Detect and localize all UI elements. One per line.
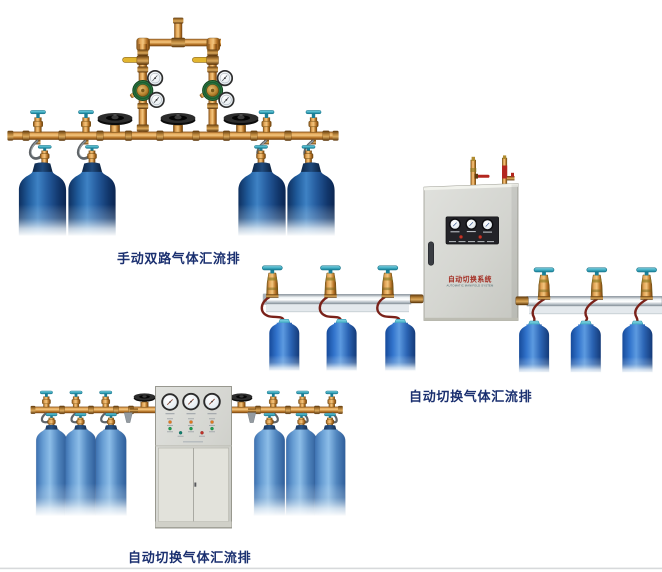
cabinet-top-valves xyxy=(470,155,515,188)
auto-manifold-valve xyxy=(636,267,658,301)
handwheel-valve xyxy=(230,392,253,408)
gas-cylinder xyxy=(569,320,602,374)
sight-glass-slot xyxy=(427,241,434,266)
auto-manifold-valve xyxy=(586,267,608,301)
indicator-led xyxy=(478,235,483,239)
cabinet-doors xyxy=(157,447,230,522)
gas-cylinder xyxy=(268,318,301,373)
gas-cylinder xyxy=(325,318,358,373)
drop-valve xyxy=(29,109,47,133)
photo-manual-dual-manifold xyxy=(7,17,339,237)
drop-valve xyxy=(99,390,113,408)
cylinder-valve xyxy=(253,144,269,165)
brass-manifold-pipe xyxy=(30,405,343,415)
cylinder-valve xyxy=(37,144,52,165)
cabinet-micro-text xyxy=(165,413,217,443)
drop-valve xyxy=(325,390,339,408)
gas-cylinder xyxy=(253,424,286,517)
gas-cylinder xyxy=(64,424,97,517)
auto-manifold-valve xyxy=(533,267,555,301)
gas-cylinder xyxy=(384,318,417,373)
cylinder-valve xyxy=(263,412,276,427)
cylinder-valve xyxy=(301,144,316,165)
cylinder-valve xyxy=(323,412,337,427)
drop-valve xyxy=(266,390,280,408)
control-cabinet: 自动切换系统 AUTOMATIC MANIFOLD SYSTEM xyxy=(423,183,519,321)
gas-cylinder xyxy=(94,424,128,517)
gas-cylinder xyxy=(18,162,67,237)
caption-auto-wall: 自动切换气体汇流排 xyxy=(409,389,533,404)
floor-cabinet xyxy=(155,386,232,529)
drop-valve xyxy=(39,390,54,408)
photo-auto-wall-manifold: 自动切换系统 AUTOMATIC MANIFOLD SYSTEM xyxy=(260,155,662,374)
cabinet-label-en: AUTOMATIC MANIFOLD SYSTEM xyxy=(446,284,494,288)
cylinder-valve xyxy=(84,144,100,165)
ball-valve-right xyxy=(192,55,219,65)
cylinder-valve xyxy=(45,412,58,427)
handwheel-valve xyxy=(160,112,196,133)
photo-auto-floor-manifold xyxy=(30,386,347,529)
handwheel-valve xyxy=(97,112,133,133)
auto-manifold-valve xyxy=(377,265,399,299)
drop-valve xyxy=(295,390,310,408)
auto-manifold-valve xyxy=(320,265,341,299)
gas-cylinder xyxy=(68,162,116,237)
door-handle xyxy=(194,482,197,487)
cylinder-valve xyxy=(104,412,118,427)
cabinet-leds xyxy=(168,420,214,435)
cylinder-valve xyxy=(295,412,308,427)
indicator-led xyxy=(459,234,463,239)
drop-valve xyxy=(77,109,95,133)
auto-manifold-valve xyxy=(261,265,283,299)
panel-gauges xyxy=(449,218,494,231)
gas-cylinder xyxy=(313,424,347,517)
connection-hoses xyxy=(260,295,648,322)
handwheel-valve xyxy=(133,392,156,408)
gas-cylinder xyxy=(621,320,654,374)
drop-valve xyxy=(69,390,83,408)
handwheel-valve xyxy=(223,112,259,133)
cabinet-label-cn: 自动切换系统 xyxy=(448,275,492,284)
outlet-pipe xyxy=(174,22,183,40)
riser-collars xyxy=(136,49,219,132)
drop-valve xyxy=(258,109,275,133)
bottom-divider xyxy=(0,567,662,570)
pipe-drop-stubs xyxy=(35,139,316,145)
pigtail-hoses xyxy=(28,139,315,160)
gas-cylinder xyxy=(285,424,318,517)
manifold-pipe xyxy=(8,131,338,140)
purge-funnels xyxy=(123,408,257,423)
gas-cylinder xyxy=(238,162,286,237)
cabinet-gauges xyxy=(161,392,221,411)
caption-auto-floor: 自动切换气体汇流排 xyxy=(128,549,252,565)
ball-valve-left xyxy=(122,55,149,65)
gas-cylinder xyxy=(35,424,68,517)
caption-manual-dual: 手动双路气体汇流排 xyxy=(117,250,241,266)
cylinder-valve xyxy=(74,412,87,427)
gas-cylinder xyxy=(287,162,335,237)
gas-cylinder xyxy=(518,320,550,374)
drop-valve xyxy=(305,109,322,133)
panel-micro-text xyxy=(449,231,494,243)
